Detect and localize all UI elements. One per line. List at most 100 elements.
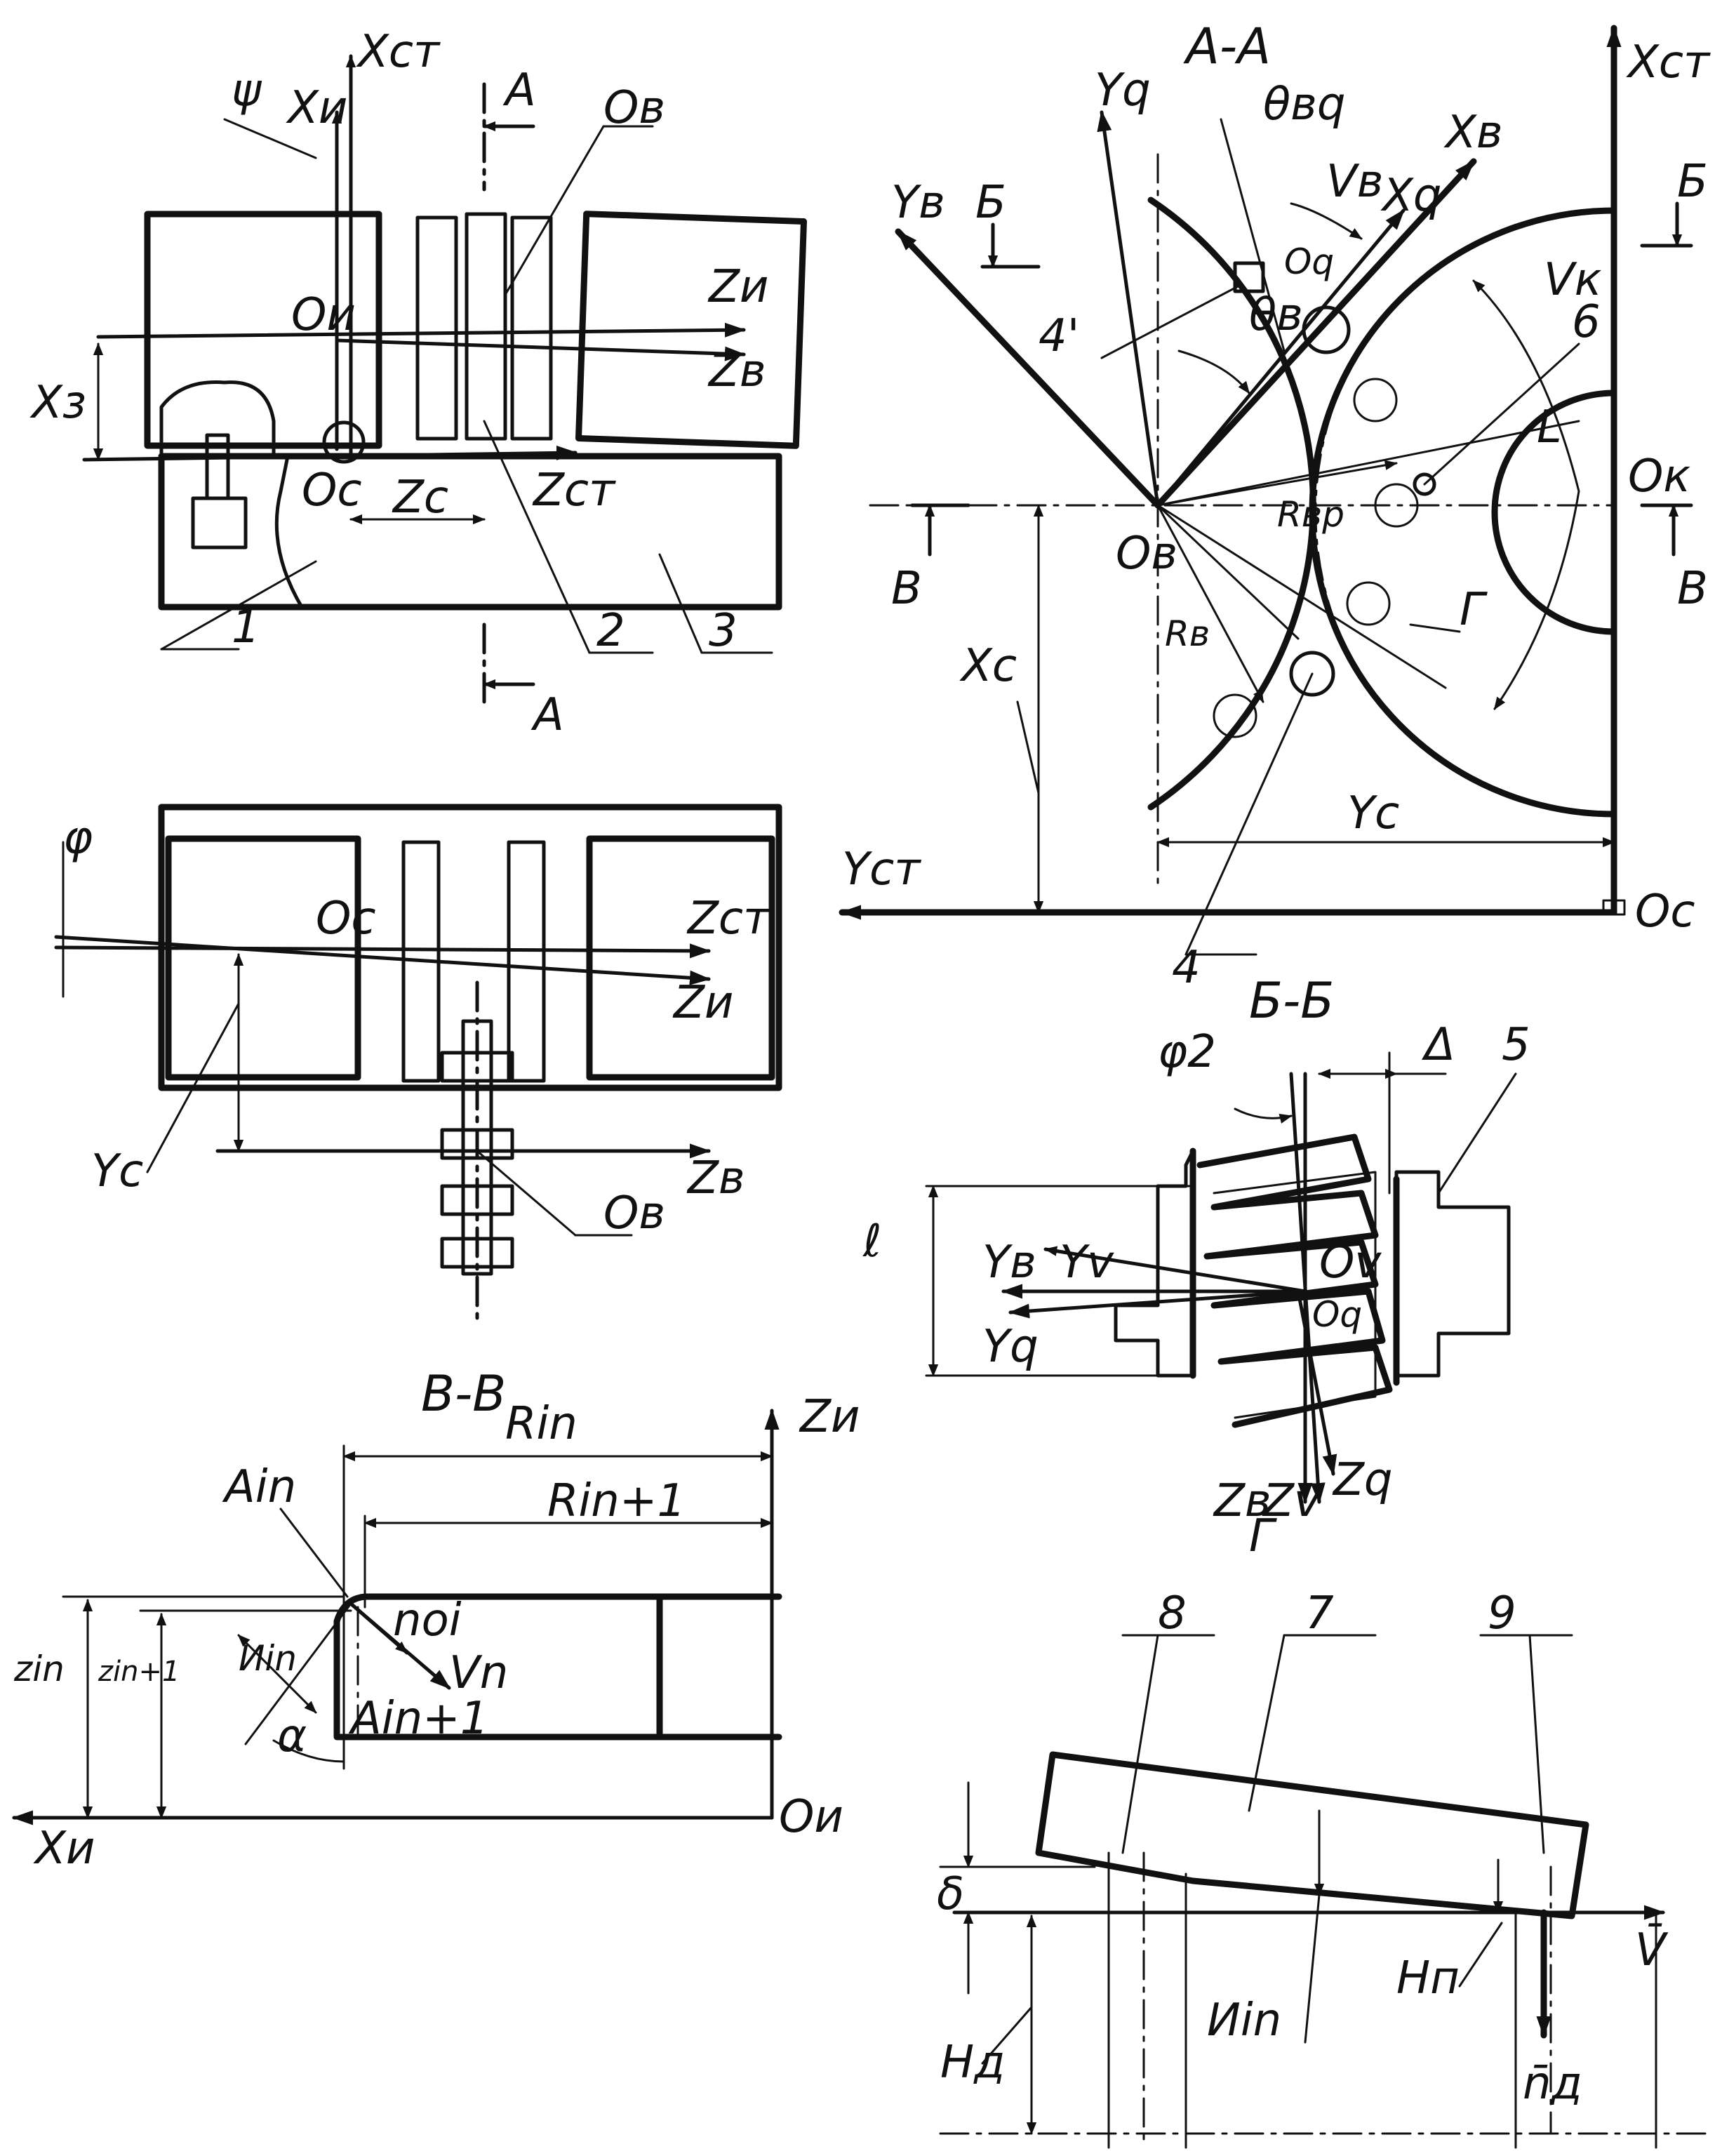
fig4-label-b-right: Б <box>1677 156 1708 208</box>
fig3-label-ain1: Ain+1 <box>348 1693 488 1745</box>
fig4-label-yst: Yст <box>842 844 921 896</box>
fig4-label-4: 4 <box>1172 942 1201 994</box>
fig4-label-theta-b: θв <box>1249 289 1303 341</box>
fig1-wheel-3 <box>510 215 553 441</box>
fig5-right-body <box>1394 1170 1511 1378</box>
fig4-label-yq: Yq <box>1095 65 1151 117</box>
fig4-cutter-4prime <box>1233 261 1265 293</box>
fig4-label-xc: Xс <box>959 640 1017 692</box>
fig1-label-x3: Xз <box>29 377 86 429</box>
fig5-label-phi2: φ2 <box>1158 1026 1216 1078</box>
fig6-label-9: 9 <box>1488 1588 1516 1639</box>
fig4-label-g: Г <box>1460 584 1488 636</box>
fig4-leader-6 <box>1423 342 1580 486</box>
fig2-stack-4 <box>440 1237 514 1269</box>
fig3-section-vv: В-В Zи Rin Rin+1 Ain noi Vn Ain+1 Иin α … <box>11 1365 860 1875</box>
fig5-phi2-arc <box>1234 1107 1293 1124</box>
fig6-label-hin: Иin <box>1207 1995 1281 2047</box>
fig1-label-zb: Zв <box>707 345 766 397</box>
fig1-zb-axis <box>335 338 746 361</box>
fig4-label-rb: Rв <box>1165 613 1210 654</box>
fig5-section-bb: Б-Б φ2 Δ 5 ℓ Yв Yv Ov Oq Yq Zв Zv Zq <box>862 972 1530 1527</box>
fig4-rb-vector <box>1156 504 1264 703</box>
fig4-radius-2 <box>1156 504 1300 640</box>
fig6-cutter-body <box>1035 1751 1589 1919</box>
fig1-label-oi: Oи <box>291 289 356 341</box>
fig2-leader-yc <box>146 1002 240 1173</box>
fig1-label-zst: Zст <box>532 465 616 517</box>
fig1-label-a-bot: A <box>530 689 564 741</box>
fig3-label-alpha: α <box>277 1710 307 1762</box>
fig5-label-5: 5 <box>1502 1019 1530 1071</box>
fig4-hole-2 <box>1374 483 1419 528</box>
fig1-leader-ob <box>504 125 605 296</box>
fig1-label-psi: ψ <box>232 65 262 117</box>
fig1-label-ob: Oв <box>603 82 665 134</box>
fig4-vk-arrow <box>1472 279 1580 710</box>
fig4-label-vk: Vк <box>1544 254 1602 306</box>
fig2-label-ob: Oв <box>603 1187 665 1239</box>
fig1-right-block <box>575 211 807 449</box>
fig3-label-vn: Vn <box>449 1647 508 1699</box>
fig4-label-v-right: В <box>1677 563 1708 615</box>
fig1-leader-psi <box>223 118 317 159</box>
fig5-label-yq: Yq <box>982 1321 1039 1373</box>
fig3-label-hin: Иin <box>239 1638 297 1679</box>
fig5-leader-5 <box>1437 1072 1517 1195</box>
fig1-left-block <box>144 211 382 449</box>
fig6-label-hd: Hд <box>940 2037 1005 2089</box>
fig4-label-b-left: Б <box>975 177 1006 229</box>
fig4-grinding-wheel <box>1309 207 1617 818</box>
fig4-label-6: 6 <box>1572 296 1601 348</box>
fig5-label-yb: Yв <box>982 1237 1036 1289</box>
fig1-label-2: 2 <box>596 605 625 657</box>
fig4-xb-axis <box>1154 158 1477 509</box>
fig1-label-zc: Zс <box>392 472 448 524</box>
fig4-oq-hole <box>1302 305 1351 354</box>
fig4-label-xb: Xв <box>1443 107 1503 159</box>
fig5-label-zb: Zв <box>1213 1475 1272 1527</box>
fig5-title: Б-Б <box>1249 972 1334 1030</box>
fig2-stack-2 <box>440 1128 514 1160</box>
fig2-stack-3 <box>440 1184 514 1216</box>
fig1-leader-1 <box>160 560 317 651</box>
fig4-label-xst: Xст <box>1626 36 1711 88</box>
fig2-label-zi: Zи <box>672 977 733 1029</box>
fig3-label-rin: Rin <box>505 1398 578 1450</box>
fig4-rbp-arc <box>1314 406 1335 619</box>
fig2-label-phi: φ <box>63 812 93 864</box>
fig5-label-oq: Oq <box>1312 1294 1362 1335</box>
fig3-label-xi: Xи <box>33 1823 95 1875</box>
fig5-label-zv: Zv <box>1262 1475 1321 1527</box>
fig2-spindle <box>461 1019 493 1276</box>
fig5-slot-walls <box>1189 1147 1400 1386</box>
fig1-side-view: Xст ψ Xи A Oв Oи Zи Zв Xз Oс Zс Zст 1 2 … <box>29 26 807 741</box>
fig4-theta-bq-line <box>1220 118 1286 352</box>
fig4-hole-5 <box>1213 693 1257 738</box>
fig4-title: A-A <box>1183 18 1271 75</box>
fig3-label-ain: Ain <box>222 1461 296 1513</box>
fig3-noi-vector <box>349 1602 409 1655</box>
fig3-alpha-arc <box>272 1739 345 1763</box>
fig4-leader-g <box>1409 623 1461 633</box>
fig4-label-yb: Yв <box>891 177 945 229</box>
fig3-label-oi: Oи <box>779 1791 843 1843</box>
fig6-leader-9 <box>1528 1634 1545 1854</box>
fig1-label-xst: Xст <box>356 26 441 78</box>
fig4-leader-4prime <box>1100 283 1243 359</box>
fig2-top-view: φ Oс Zст Zи Yс Zв Oв <box>54 804 782 1322</box>
fig3-label-zin1: zin+1 <box>98 1656 180 1688</box>
fig4-rbp-vector <box>1156 460 1398 507</box>
fig1-label-3: 3 <box>709 605 737 657</box>
fig1-wheel-1 <box>415 215 458 441</box>
fig1-nut <box>191 496 248 550</box>
fig6-title: Г <box>1249 1510 1277 1562</box>
fig5-label-ov: Ov <box>1319 1237 1382 1289</box>
fig5-label-delta: Δ <box>1421 1019 1455 1071</box>
fig4-label-oc: Oс <box>1635 886 1695 938</box>
fig4-origin-support <box>1602 899 1626 916</box>
fig4-xq-axis <box>1156 208 1406 507</box>
fig3-label-zin: zin <box>13 1649 65 1689</box>
fig4-label-l: L <box>1537 401 1562 453</box>
